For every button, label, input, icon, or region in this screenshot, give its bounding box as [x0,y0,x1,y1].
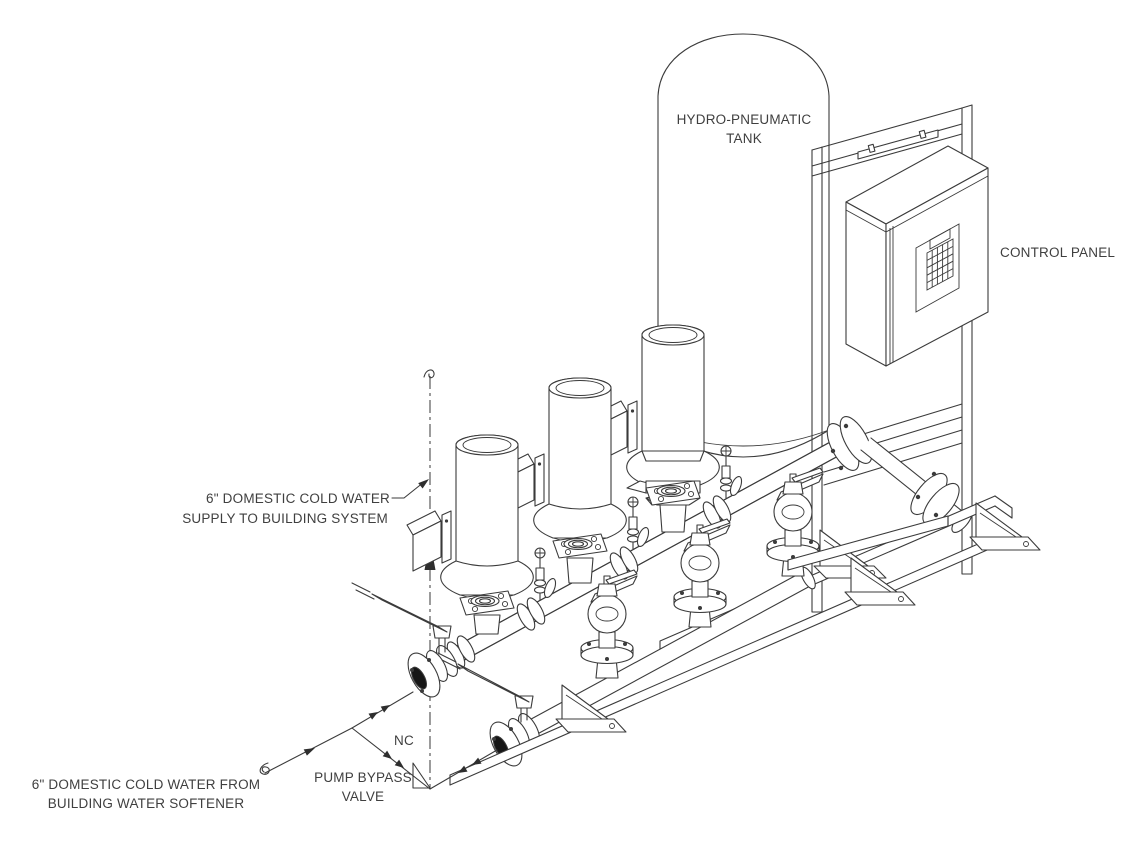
tank-label-line1: HYDRO-PNEUMATIC [677,112,812,127]
leader-line [391,481,425,499]
open-pipe-bore [410,666,428,690]
gauge-valve-1 [533,547,547,601]
flanged-header-connection [826,416,973,533]
supply-label-line2: SUPPLY TO BUILDING SYSTEM [182,511,388,526]
pump-base-block [473,614,501,635]
manifold-flange-pair [446,495,732,669]
gauge-valve-2 [626,496,640,550]
gusset-foot [969,502,1041,551]
pipe-break-symbol-top [423,369,435,379]
hmi-display [929,228,951,250]
pump-volute [440,560,534,596]
vertical-pump-motor-1 [406,434,534,635]
valve-lever-handle [371,593,448,633]
pump-base-block [566,557,594,584]
control-panel: CONTROL PANEL [845,145,1115,367]
check-valve-1 [543,569,638,679]
mounting-plate [627,400,638,454]
pipe-break-symbol [259,762,270,775]
base-frame-front-rail [449,502,1041,786]
inlet-flow-line [264,691,414,774]
bypass-label-line1: PUMP BYPASS [314,770,412,785]
bypass-label-line2: VALVE [342,789,385,804]
tank-label-line2: TANK [726,131,762,146]
junction-box [412,520,442,572]
hmi-keypad [926,238,954,291]
vertical-pump-motor-3 [592,324,720,533]
panel-mount-rail [857,129,939,160]
panel-side-face [845,201,887,367]
butterfly-valve-with-lever-discharge [437,652,541,767]
pump-base-block [659,504,687,533]
gauge-valve-3 [719,445,733,499]
pump-volute [533,503,627,539]
nc-label: NC [394,733,414,748]
source-label-line1: 6" DOMESTIC COLD WATER FROM [32,777,260,792]
junction-symbol [412,762,431,789]
gusset-foot [555,684,627,733]
butterfly-valve-with-lever-suction [351,582,459,698]
mounting-plate [534,453,545,507]
control-panel-stand [811,104,973,613]
supply-riser-centerline [423,369,436,788]
discharge-manifold [437,467,824,767]
mounting-plate [441,510,452,564]
suction-manifold [351,416,973,698]
source-label-line2: BUILDING WATER SOFTENER [48,796,245,811]
gusset-foot [844,557,916,606]
annotations: 6" DOMESTIC COLD WATER SUPPLY TO BUILDIN… [32,479,498,811]
supply-label-line1: 6" DOMESTIC COLD WATER [206,491,390,506]
check-valve-2 [636,518,731,628]
control-panel-label: CONTROL PANEL [1000,245,1115,260]
valve-lever-handle [457,663,530,703]
vertical-pump-motor-2 [499,377,627,584]
